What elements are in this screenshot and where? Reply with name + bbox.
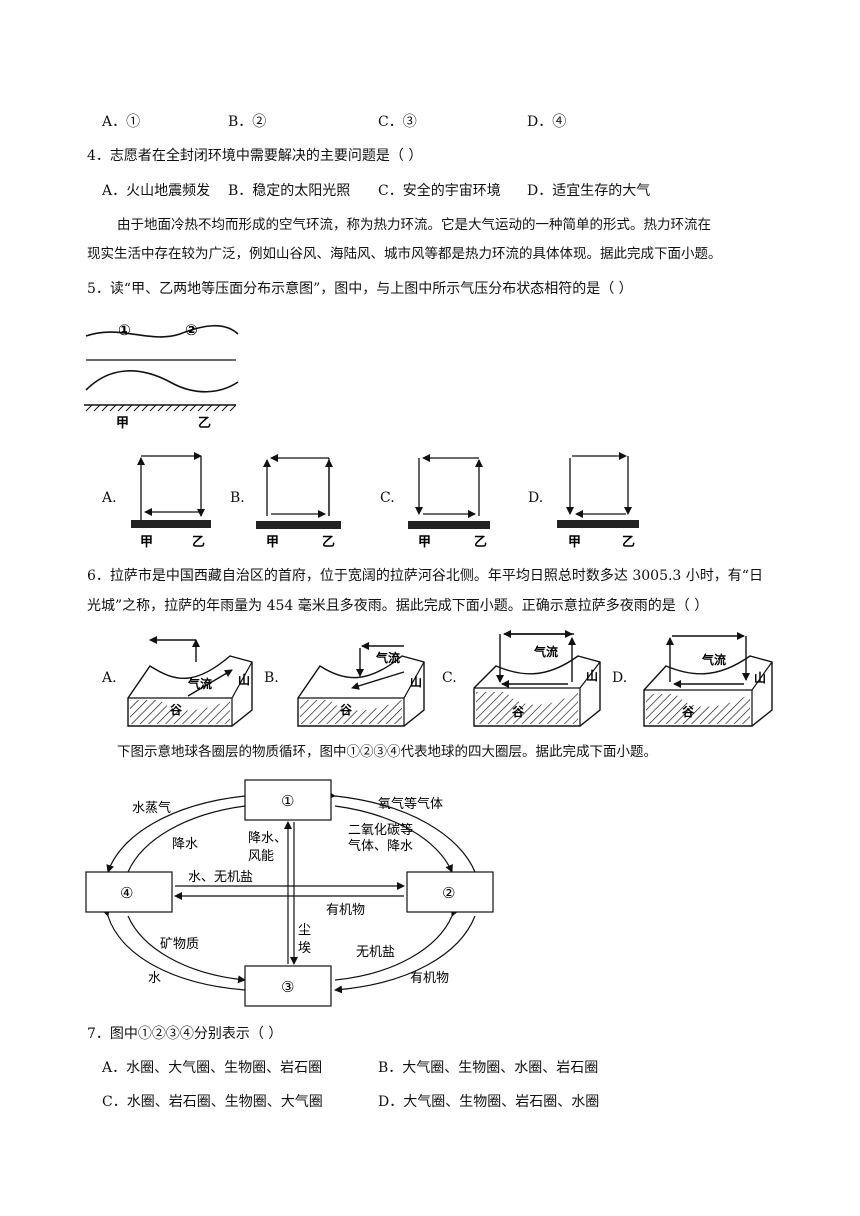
q6-a-valley: 谷 [170, 702, 183, 717]
passage-1-line-1: 由于地面冷热不均而形成的空气环流，称为热力环流。它是大气运动的一种简单的形式。热… [117, 217, 711, 233]
q5-option-c-letter: C. [380, 490, 395, 506]
q5-option-d-diagram: 甲 乙 [557, 452, 639, 550]
passage-2: 下图示意地球各圈层的物质循环，图中①②③④代表地球的四大圈层。据此完成下面小题。 [117, 744, 657, 760]
label-organic-bottom: 有机物 [410, 971, 449, 986]
q6-option-c-diagram: 气流 山 谷 [473, 630, 601, 727]
box-2: ② [442, 884, 455, 902]
q3-option-a: A．① [102, 114, 141, 130]
q6-b-valley: 谷 [340, 702, 353, 717]
label-oxygen: 氧气等气体 [378, 796, 443, 812]
q3-option-b: B．② [228, 114, 267, 130]
q5-c-yi: 乙 [474, 535, 487, 550]
label-organic-mid: 有机物 [326, 903, 365, 918]
q6-b-mountain: 山 [410, 674, 422, 689]
q3-option-c: C．③ [378, 114, 417, 130]
q6-d-valley: 谷 [682, 704, 695, 719]
q5-option-d-letter: D. [528, 490, 544, 506]
box-4: ④ [120, 884, 133, 902]
q5-stem: 5．读“甲、乙两地等压面分布示意图”，图中，与上图中所示气压分布状态相符的是（ … [87, 281, 633, 297]
box-1: ① [281, 792, 294, 810]
sphere-cycle-diagram: ① ② ③ ④ 水蒸气 降水 降水、 风能 氧气等气体 二氧化碳等 气体、降水 … [85, 779, 494, 1007]
q6-option-c-letter: C. [442, 670, 457, 686]
q5-b-jia: 甲 [266, 535, 279, 550]
q6-option-diagrams: 气流 山 谷 气流 山 谷 气流 山 谷 [127, 630, 773, 727]
q5-a-jia: 甲 [140, 535, 153, 550]
q5-d-jia: 甲 [568, 535, 581, 550]
q6-a-mountain: 山 [238, 672, 250, 687]
q5-option-c-diagram: 甲 乙 [408, 454, 490, 550]
q4-stem: 4．志愿者在全封闭环境中需要解决的主要问题是（ ） [87, 148, 423, 164]
q6-stem-line-2: 光城”之称，拉萨的年雨量为 454 毫米且多夜雨。据此完成下面小题。正确示意拉萨… [87, 598, 709, 614]
box-3: ③ [281, 978, 294, 996]
q6-b-airflow: 气流 [375, 650, 400, 665]
q6-d-airflow: 气流 [701, 652, 726, 667]
passage-1-line-2: 现实生活中存在较为广泛，例如山谷风、海陆风、城市风等都是热力环流的具体体现。据此… [87, 246, 722, 262]
q6-c-airflow: 气流 [533, 644, 558, 659]
label-dust-1: 尘 [298, 923, 311, 938]
q6-option-d-diagram: 气流 山 谷 [643, 632, 773, 727]
label-minerals: 矿物质 [160, 937, 199, 952]
q5-option-a-letter: A. [102, 490, 117, 506]
q6-stem-line-1: 6．拉萨市是中国西藏自治区的首府，位于宽阔的拉萨河谷北侧。年平均日照总时数多达 … [87, 568, 763, 584]
q5-option-b-diagram: 甲 乙 [256, 454, 341, 550]
q6-a-airflow: 气流 [187, 676, 212, 691]
q5-c-jia: 甲 [418, 535, 431, 550]
q6-c-valley: 谷 [512, 704, 525, 719]
q5-b-yi: 乙 [322, 535, 335, 550]
label-water: 水 [148, 971, 161, 986]
q4-option-a: A．火山地震频发 [102, 183, 211, 199]
q7-option-c: C．水圈、岩石圈、生物圈、大气圈 [102, 1094, 323, 1110]
label-co2-2: 气体、降水 [348, 838, 413, 854]
q6-option-b-diagram: 气流 山 谷 [297, 642, 425, 727]
isobar-figure: ① ② 甲 乙 [84, 321, 239, 431]
isobar-label-2: ② [185, 321, 198, 339]
q5-a-yi: 乙 [192, 535, 205, 550]
q6-c-mountain: 山 [586, 668, 598, 683]
label-water-salt: 水、无机盐 [188, 870, 253, 885]
q5-option-b-letter: B. [230, 490, 245, 506]
label-precip-wind-2: 风能 [248, 849, 274, 864]
label-dust-2: 埃 [298, 941, 311, 956]
label-water-vapor: 水蒸气 [132, 800, 171, 816]
q4-option-b: B．稳定的太阳光照 [228, 183, 351, 199]
q4-option-c: C．安全的宇宙环境 [378, 183, 501, 199]
q7-option-d: D．大气圈、生物圈、岩石圈、水圈 [378, 1094, 600, 1110]
label-precip: 降水 [172, 837, 198, 852]
label-inorganic-salt: 无机盐 [356, 945, 395, 960]
isobar-label-jia: 甲 [116, 416, 129, 431]
q5-option-a-diagram: 甲 乙 [131, 452, 211, 550]
q6-d-mountain: 山 [754, 670, 766, 685]
q6-option-a-letter: A. [102, 670, 117, 686]
q7-stem: 7．图中①②③④分别表示（ ） [87, 1026, 283, 1042]
label-co2-1: 二氧化碳等 [348, 822, 413, 838]
q6-option-b-letter: B. [264, 670, 279, 686]
q7-option-a: A．水圈、大气圈、生物圈、岩石圈 [102, 1060, 323, 1076]
q5-d-yi: 乙 [622, 535, 635, 550]
q5-option-diagrams: 甲 乙 甲 乙 甲 乙 甲 乙 [131, 452, 639, 550]
q6-option-a-diagram: 气流 山 谷 [127, 636, 253, 727]
label-precip-wind-1: 降水、 [248, 831, 287, 846]
q6-option-d-letter: D. [612, 670, 628, 686]
q7-option-b: B．大气圈、生物圈、水圈、岩石圈 [378, 1060, 599, 1076]
q3-option-d: D．④ [527, 114, 567, 130]
isobar-label-1: ① [118, 321, 131, 339]
q4-option-d: D．适宜生存的大气 [527, 183, 651, 199]
isobar-label-yi: 乙 [198, 416, 211, 431]
